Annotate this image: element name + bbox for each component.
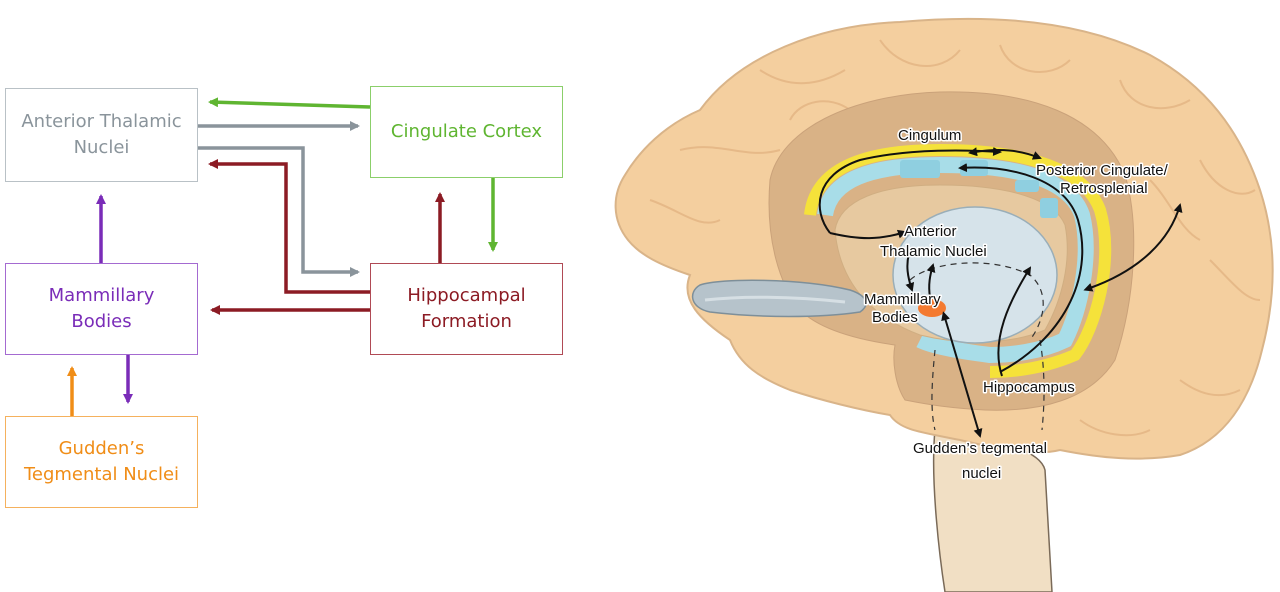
arrow-brain-cingulum-post	[968, 147, 1042, 160]
mammillary-nucleus	[918, 299, 946, 317]
arrow-brain-tegmental	[941, 311, 983, 438]
label-retrosplenial: Retrosplenial	[1060, 180, 1148, 197]
arrow-brain-retrosplenial	[1083, 203, 1183, 292]
arrow-brain-hippocampus-loop	[958, 163, 1084, 373]
label-hippocampal-formation: Hippocampal Formation	[407, 285, 526, 332]
label-guddens: Gudden’s tegmental	[913, 440, 1047, 457]
box-guddens-tegmental-nuclei: Gudden’s Tegmental Nuclei	[5, 416, 198, 508]
brain-illustration: Cingulum Posterior Cingulate/ Retrosplen…	[614, 17, 1274, 592]
box-anterior-thalamic-nuclei: Anterior Thalamic Nuclei	[5, 88, 198, 182]
arrow-brain-to-thalamic	[829, 229, 907, 240]
arrow-hippocampal-to-thalamic	[208, 159, 370, 294]
label-cingulate-cortex: Cingulate Cortex	[390, 121, 543, 142]
label-guddens-tegmental-nuclei: Gudden’s Tegmental Nuclei	[23, 438, 180, 485]
box-hippocampal-formation: Hippocampal Formation	[370, 263, 563, 355]
label-posterior-cingulate: Posterior Cingulate/	[1036, 162, 1169, 179]
arrow-thalamic-to-hippocampal	[198, 146, 360, 277]
label-anterior-thalamic-nuclei: Anterior Thalamic Nuclei	[21, 111, 182, 158]
label-hippocampus: Hippocampus	[983, 379, 1075, 396]
label-thalamic-nuclei: Thalamic Nuclei	[880, 243, 987, 260]
arrow-brain-thalamic-mammillary	[905, 249, 915, 292]
box-cingulate-cortex: Cingulate Cortex	[370, 86, 563, 178]
arrow-cingulate-to-thalamic	[208, 97, 371, 109]
arrow-brain-hippocampus-mammillary	[997, 266, 1032, 377]
label-mammillary: Mammillary	[864, 291, 941, 308]
box-mammillary-bodies: Mammillary Bodies	[5, 263, 198, 355]
label-guddens-nuclei: nuclei	[962, 465, 1001, 482]
label-cingulum: Cingulum	[898, 127, 961, 144]
arrow-brain-cingulum-loop	[818, 147, 1002, 234]
label-mammillary-bodies: Mammillary Bodies	[48, 285, 155, 332]
label-anterior: Anterior	[904, 223, 957, 240]
arrow-brain-mammillary-thalamic	[926, 263, 936, 298]
label-bodies: Bodies	[872, 309, 918, 326]
